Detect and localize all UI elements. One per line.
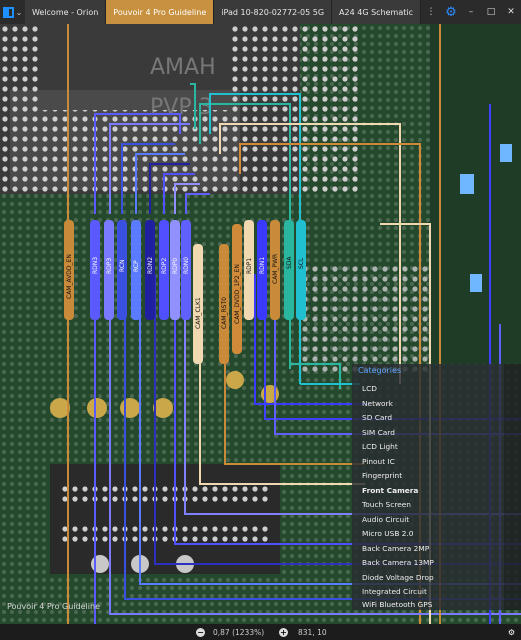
category-item[interactable]: Micro USB 2.0 [362,529,414,538]
pin-label: RDP0 [172,258,179,274]
document-label: Pouvoir 4 Pro Guideline [7,602,100,611]
zoom-in-button[interactable]: + [279,627,288,637]
tab-ipad-schematic[interactable]: iPad 10-820-02772-05 5G [214,0,333,24]
category-item[interactable]: SIM Card [362,427,395,437]
category-item[interactable]: Back Camera 2MP [362,543,430,553]
chip-marking: AMAH [150,55,216,80]
zoom-out-button[interactable]: − [196,627,205,637]
category-item[interactable]: Fingerprint [362,471,403,480]
category-item[interactable]: SD Card [362,413,393,422]
maximize-button[interactable]: □ [486,7,496,17]
category-item[interactable]: Network [362,398,393,408]
category-item[interactable]: LCD Light [362,442,398,451]
zoom-level: 0,87 (1233%) [213,627,265,637]
pin-label: RDP2 [161,258,168,274]
status-bar: − 0,87 (1233%) + 831, 10 ⚙ [0,624,521,640]
app-menu-button[interactable]: ⌄ [0,0,25,24]
categories-panel: Categories LCD Network SD Card SIM Card … [352,364,504,610]
minimize-button[interactable]: – [468,7,474,17]
pin-label: CAM_AVDD_EN [66,254,73,299]
pcb-board-image: AMAH PVP 3 [0,24,521,624]
category-item[interactable]: Audio Circuit [362,514,410,524]
pin-label: RDN0 [183,257,190,274]
settings-icon[interactable]: ⚙ [507,627,515,637]
pin-label: CAM_DVDD_1P2_EN [234,264,241,324]
category-item[interactable]: Pinout IC [362,456,395,466]
tab-welcome[interactable]: Welcome - Orion [24,0,107,24]
pin-label: CAM_PWR [272,254,279,284]
tab-a24-schematic[interactable]: A24 4G Schematic [332,0,421,24]
pin-label: SDA [286,256,293,269]
chevron-down-icon: ⌄ [15,7,23,17]
categories-scrollbar[interactable] [504,364,521,610]
pin-label: CAM_RST0 [221,297,228,329]
categories-header: Categories [358,366,402,375]
app-logo-icon [2,6,14,18]
pin-label: RDP1 [246,258,253,274]
category-item[interactable]: Touch Screen [362,500,411,509]
pin-label: SCL [298,257,305,269]
gear-icon[interactable]: ⚙ [445,4,457,20]
pin-label: RDP3 [106,258,113,274]
pin-label: RDN3 [92,257,99,274]
pin-label: RCN [119,259,126,272]
category-item-selected[interactable]: Front Camera [362,485,419,495]
category-item[interactable]: Back Camera 13MP [362,558,434,567]
category-item[interactable]: Integrated Circuit [362,587,427,596]
pin-label: RDN2 [147,257,154,274]
schematic-viewer[interactable]: AMAH PVP 3 [0,24,521,624]
pin-label: RCP [133,260,140,272]
tab-pouvoir-guideline[interactable]: Pouvoir 4 Pro Guideline [106,0,215,24]
pin-label: CAM_CLK1 [195,297,202,329]
more-options-icon[interactable]: ⋮ [426,7,436,17]
title-bar: ⌄ Welcome - Orion Pouvoir 4 Pro Guidelin… [0,0,521,24]
close-button[interactable]: ✕ [507,7,515,17]
cursor-coordinates: 831, 10 [298,627,327,637]
pin-label: RDN1 [259,257,266,274]
category-item[interactable]: LCD [362,384,377,393]
category-item[interactable]: Diode Voltage Drop [362,572,434,582]
category-item[interactable]: WiFi Bluetooth GPS [362,599,433,609]
